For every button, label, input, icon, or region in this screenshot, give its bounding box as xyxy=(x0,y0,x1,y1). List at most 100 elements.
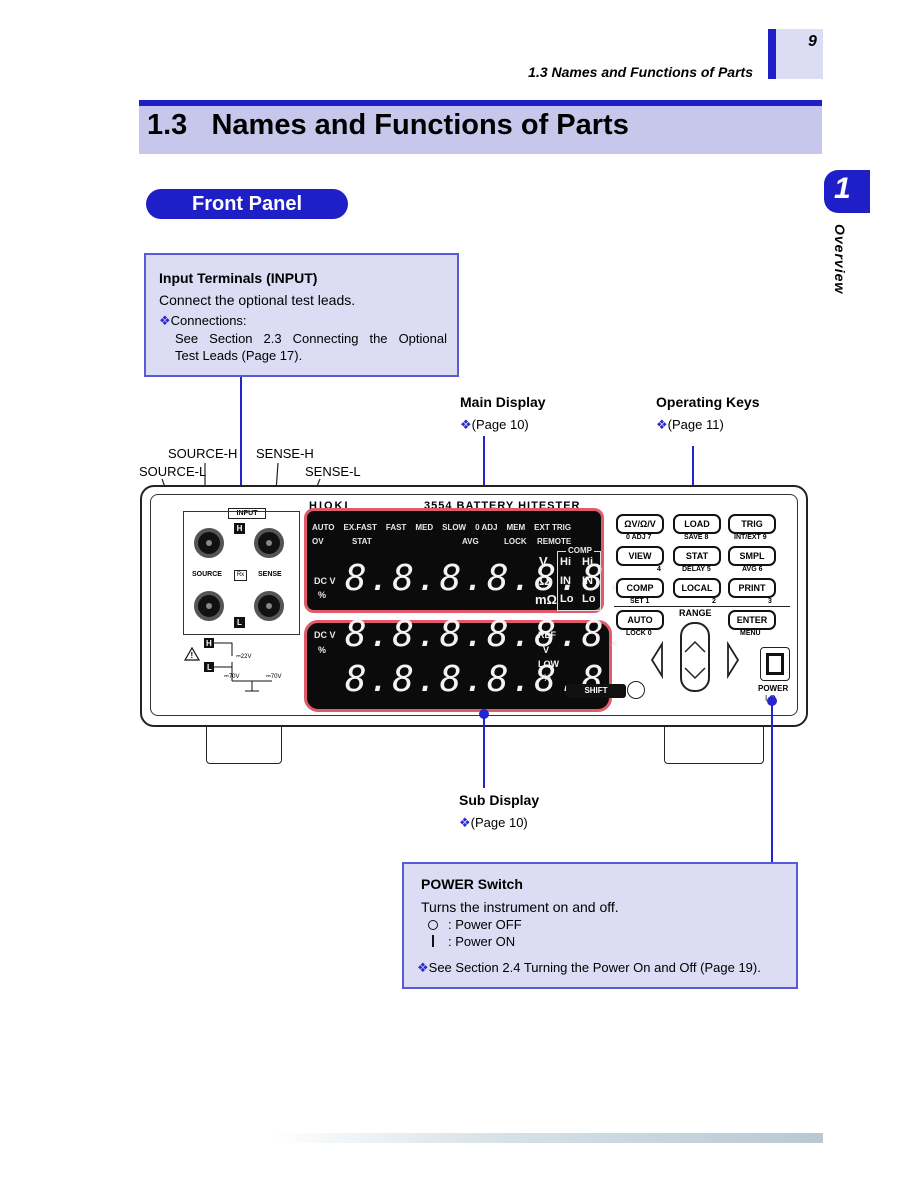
input-rating-schematic: H L ! ⎓22V ⎓70V ⎓70V xyxy=(183,638,281,692)
instrument-front xyxy=(150,494,798,716)
annunciator: OV xyxy=(312,537,324,546)
local-key[interactable]: LOCAL xyxy=(673,578,721,598)
callout-ref: ❖See Section 2.4 Turning the Power On an… xyxy=(417,960,761,975)
sub-display-leader xyxy=(483,712,485,788)
annunciator: EX.FAST xyxy=(343,523,377,532)
power-switch[interactable] xyxy=(766,653,784,675)
diamond-icon: ❖ xyxy=(159,313,171,328)
enter-key[interactable]: ENTER xyxy=(728,610,776,630)
annunciator: 0 ADJ xyxy=(475,523,498,532)
diamond-icon: ❖ xyxy=(460,417,472,432)
source-h-terminal[interactable] xyxy=(194,528,224,558)
range-rocker[interactable] xyxy=(680,622,710,692)
print-key[interactable]: PRINT xyxy=(728,578,776,598)
annunciator: SLOW xyxy=(442,523,467,532)
sense-l-terminal[interactable] xyxy=(254,591,284,621)
power-off-text: : Power OFF xyxy=(448,917,522,932)
unit-v: V xyxy=(539,554,548,569)
source-l-terminal[interactable] xyxy=(194,591,224,621)
key-sub-label: LOCK 0 xyxy=(626,630,652,637)
range-label: RANGE xyxy=(679,608,712,618)
key-sub-label: MENU xyxy=(740,630,761,637)
svg-text:!: ! xyxy=(191,651,194,660)
right-foot xyxy=(664,726,764,764)
input-terminal-panel xyxy=(183,511,300,635)
key-sub-label: INT/EXT 9 xyxy=(734,534,767,541)
comp-in: IN xyxy=(560,575,571,587)
diamond-icon: ❖ xyxy=(417,960,429,975)
smpl-key[interactable]: SMPL xyxy=(728,546,776,566)
sub-percent-unit: % xyxy=(543,673,552,683)
stat-key[interactable]: STAT xyxy=(673,546,721,566)
annunciator: FAST xyxy=(385,523,407,532)
callout-ref-line2: Test Leads (Page 17). xyxy=(175,348,303,363)
annunciator: EXT TRIG xyxy=(534,523,572,532)
chapter-tab xyxy=(824,170,870,213)
main-display-ref: ❖(Page 10) xyxy=(460,417,529,432)
main-display-label: Main Display xyxy=(460,394,546,410)
footer-band xyxy=(270,1133,823,1143)
h-marker-icon: H xyxy=(234,523,245,534)
trig-key[interactable]: TRIG xyxy=(728,514,776,534)
percent-label: % xyxy=(318,590,327,600)
comp-label: COMP xyxy=(566,546,594,555)
svg-text:⎓70V: ⎓70V xyxy=(266,674,281,680)
sense-h-terminal[interactable] xyxy=(254,528,284,558)
source-l-label: SOURCE-L xyxy=(139,464,207,479)
sub-dcv-label: DC V xyxy=(314,630,336,640)
view-key[interactable]: VIEW xyxy=(616,546,664,566)
comp-key[interactable]: COMP xyxy=(616,578,664,598)
comp-lo: Lo xyxy=(582,593,596,605)
operating-keys-ref: ❖(Page 11) xyxy=(656,417,724,432)
annunciator: MED xyxy=(415,523,434,532)
unit-mohm: mΩ xyxy=(535,592,557,607)
power-switch-callout: POWER Switch Turns the instrument on and… xyxy=(402,862,798,989)
page-tab-accent xyxy=(768,29,776,79)
callout-bullet: ❖Connections: xyxy=(159,313,247,328)
unit-ohm: Ω xyxy=(539,573,550,588)
load-key[interactable]: LOAD xyxy=(673,514,721,534)
left-foot xyxy=(206,726,282,764)
page-number-tab xyxy=(768,29,823,79)
annunciator: STAT xyxy=(352,537,372,546)
section-title: 1.3 Names and Functions of Parts xyxy=(147,109,629,141)
comp-hi: Hi xyxy=(582,556,593,568)
keypad-divider xyxy=(614,606,790,607)
sub-display xyxy=(304,620,612,712)
key-sub-label: DELAY 5 xyxy=(682,566,711,573)
dcv-label: DC V xyxy=(314,576,336,586)
annunciator-row-1: AUTO EX.FAST FAST MED SLOW 0 ADJ MEM EXT… xyxy=(312,523,600,532)
sub-ref-label: REF xyxy=(538,630,556,640)
key-sub-label: SET 1 xyxy=(630,598,650,605)
rx-symbol-icon: Rx xyxy=(234,570,247,581)
range-arrows xyxy=(650,640,740,680)
power-on-icon xyxy=(432,935,434,947)
main-readout: 8.8.8.8.8.8. xyxy=(345,558,630,599)
auto-key[interactable]: AUTO xyxy=(616,610,664,630)
power-leader-dot xyxy=(767,696,777,706)
key-sub-label: SAVE 8 xyxy=(684,534,709,541)
input-tag: INPUT xyxy=(228,508,266,519)
sense-text: SENSE xyxy=(258,571,282,578)
key-sub-label: 4 xyxy=(657,566,661,573)
svg-text:⎓70V: ⎓70V xyxy=(224,674,239,680)
front-panel-heading: Front Panel xyxy=(146,189,348,219)
main-display-leader xyxy=(483,436,485,502)
shift-key[interactable]: SHIFT xyxy=(566,684,626,698)
range-down-icon xyxy=(684,667,706,680)
section-band xyxy=(139,106,822,154)
power-on-text: : Power ON xyxy=(448,934,516,949)
power-leader-line xyxy=(771,700,773,862)
annunciator: LOCK xyxy=(504,537,527,546)
sense-l-label: SENSE-L xyxy=(305,464,361,479)
section-rule xyxy=(139,100,822,106)
key-sub-label: 0 ADJ 7 xyxy=(626,534,652,541)
sub-v-label: V xyxy=(543,645,550,655)
key-sub-label: 3 xyxy=(768,598,772,605)
diamond-icon: ❖ xyxy=(656,417,668,432)
range-up-icon xyxy=(684,640,706,653)
comp-lo: Lo xyxy=(560,593,574,605)
main-display xyxy=(304,508,604,613)
function-key[interactable]: ΩV/Ω/V xyxy=(616,514,664,534)
callout-title: POWER Switch xyxy=(421,876,523,892)
